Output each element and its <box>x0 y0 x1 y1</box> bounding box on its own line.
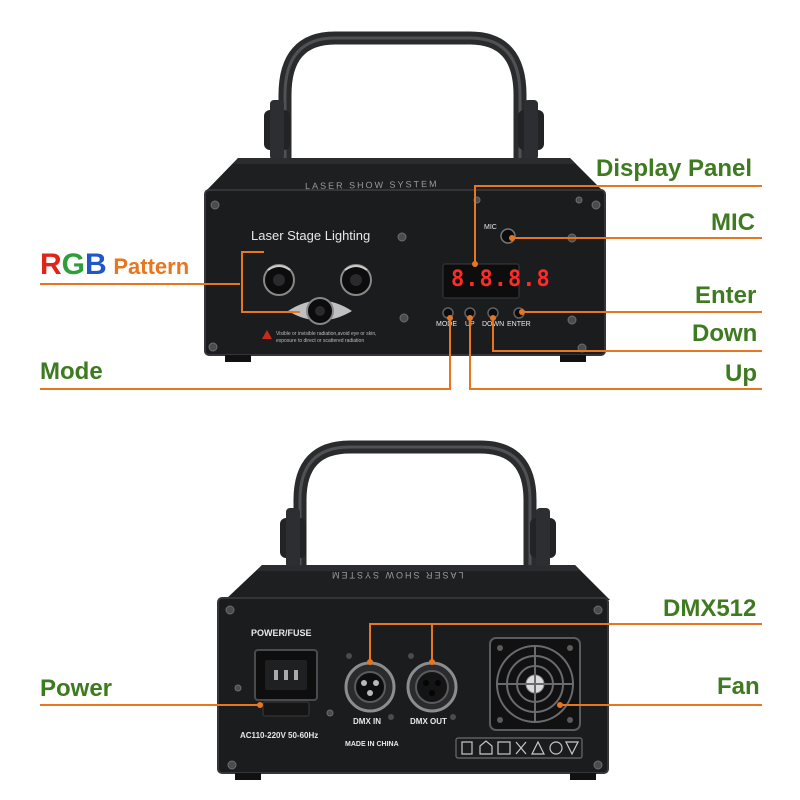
button-label-mode: MODE <box>436 321 457 328</box>
display-window <box>442 263 520 299</box>
callout-display-panel: Display Panel <box>596 155 753 182</box>
callout-mode: Mode <box>40 358 103 385</box>
dmx-in-label: DMX IN <box>353 717 381 726</box>
rgb-letter-r: R <box>40 248 62 281</box>
pattern-word: Pattern <box>113 254 190 279</box>
callout-dmx512: DMX512 <box>663 595 757 622</box>
leader-dmx512 <box>369 623 762 662</box>
power-inlet <box>254 649 318 717</box>
front-top-face <box>205 158 604 192</box>
display-digits: 8.8.8.8 <box>451 267 551 292</box>
rgb-letter-b: B <box>85 248 107 281</box>
warning-text-line-2: exposure to direct or scattered radiatio… <box>276 338 365 344</box>
certification-marks <box>455 737 583 759</box>
callout-enter: Enter <box>695 282 757 309</box>
leader-display-panel <box>474 185 762 264</box>
brand-text: Laser Stage Lighting <box>251 228 371 243</box>
rear-top-face <box>225 565 610 600</box>
made-in-label: MADE IN CHINA <box>345 741 399 748</box>
voltage-label: AC110-220V 50-60Hz <box>240 731 319 740</box>
warning-text-line-1: Visible or invisible radiation,avoid eye… <box>276 331 377 337</box>
dmx-out-label: DMX OUT <box>410 717 447 726</box>
leader-down <box>492 318 762 352</box>
rgb-laser-apertures <box>263 264 372 325</box>
leader-up <box>469 318 762 390</box>
rgb-letter-g: G <box>61 248 86 281</box>
mic-label: MIC <box>484 224 497 231</box>
fan-grille <box>489 637 581 731</box>
leader-rgb-bracket <box>241 251 300 313</box>
callout-down: Down <box>692 320 758 347</box>
front-unit-graphic <box>204 31 606 362</box>
dmx-in-connector <box>344 653 396 720</box>
callout-fan: Fan <box>717 673 760 700</box>
leader-mode <box>40 318 451 390</box>
power-fuse-label: POWER/FUSE <box>251 628 312 638</box>
button-label-enter: ENTER <box>507 321 531 328</box>
callout-mic: MIC <box>711 209 755 236</box>
callout-rgb-pattern: RGB Pattern <box>40 248 189 282</box>
callout-up: Up <box>725 360 757 387</box>
callout-power: Power <box>40 675 113 702</box>
